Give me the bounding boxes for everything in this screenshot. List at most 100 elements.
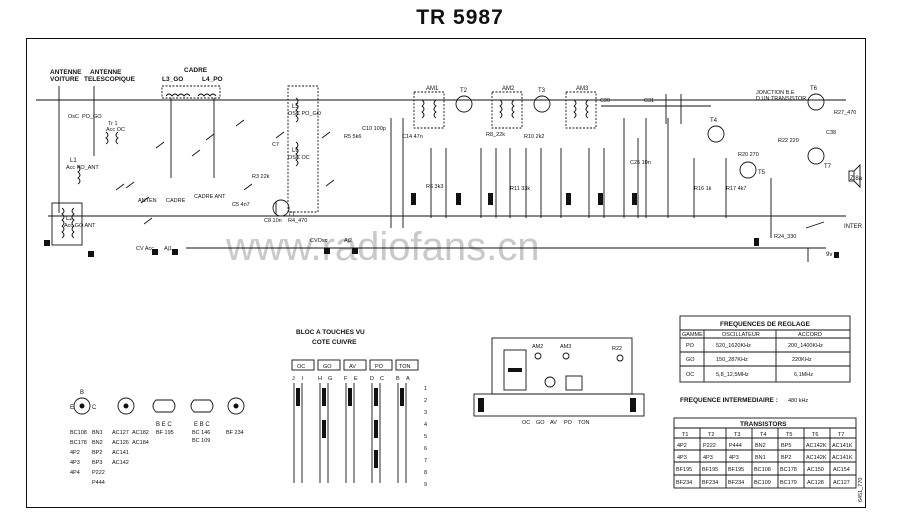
- sub-c2-5: P222: [92, 470, 105, 476]
- page-title: TR 5987: [416, 6, 504, 29]
- key-av: AV: [349, 364, 356, 370]
- label-l4: L4_PO: [202, 76, 223, 83]
- key-oc: OC: [297, 364, 305, 370]
- label-l1-sub: Acc PO_ANT: [66, 165, 99, 171]
- tr-r2-5: BP2: [781, 455, 791, 461]
- transistors-table: TRANSISTORS T1 T2 T3 T4 T5 T6 T7 4P2 P22…: [673, 417, 857, 489]
- board-oc: OC: [522, 420, 530, 426]
- label-cadre-switch: CADRE: [166, 198, 186, 204]
- sub-c1-5: 4P4: [70, 470, 80, 476]
- row-4: 4: [424, 422, 427, 428]
- label-l6-sub: OSC OC: [288, 155, 310, 161]
- sub-c2-4: BP3: [92, 460, 102, 466]
- pinout-bec: B E C: [156, 422, 172, 428]
- board-po: PO: [564, 420, 573, 426]
- th-t1: T1: [682, 432, 688, 438]
- value-r17: R17 4k7: [726, 186, 747, 192]
- freq-title: FREQUENCES DE REGLAGE: [720, 321, 811, 328]
- value-r27: R27_470: [834, 110, 856, 116]
- label-l2: L2: [66, 216, 73, 222]
- value-c25: C25 10n: [630, 160, 651, 166]
- sub-c2-2: BN2: [92, 440, 103, 446]
- tr-r2-6: AC142K: [806, 455, 827, 461]
- sub-c4-2: AC184: [132, 440, 149, 446]
- freq-r2-c1: GO: [686, 357, 695, 363]
- label-cadre-ant: CADRE ANT: [194, 194, 226, 200]
- sub-c3-2: AC126: [112, 440, 129, 446]
- freq-r2-c2: 150_287KHz: [716, 357, 748, 363]
- label-t6: T6: [810, 86, 818, 92]
- pin-letter-e: E: [70, 405, 74, 411]
- value-r3: R3 22k: [252, 174, 270, 180]
- freq-h-gamme: GAMME: [682, 332, 703, 338]
- label-l5-sub: OSC PO_GO: [288, 111, 322, 117]
- value-r6: R6 3k3: [426, 184, 443, 190]
- tr-r3-5: BC178: [780, 467, 797, 473]
- key-ton: TON: [399, 364, 411, 370]
- th-t6: T6: [812, 432, 818, 438]
- label-t3: T3: [538, 88, 546, 94]
- fi-value: 480 kHz: [788, 398, 808, 404]
- fi-label: FREQUENCE INTERMEDIAIRE :: [680, 397, 778, 404]
- tr-r4-5: BC179: [780, 480, 797, 486]
- freq-r3-c2: 5,8_12,5MHz: [716, 372, 749, 378]
- schematic-labels: ANTENNE VOITURE ANTENNE TELESCOPIQUE CAD…: [50, 67, 864, 502]
- sub-c3-4: AC142: [112, 460, 129, 466]
- tr-r4-4: BC109: [754, 480, 771, 486]
- pin-i: I: [302, 376, 304, 382]
- pinouts: B E C B E C E B C BC 146 BC 109 BF 195 B…: [70, 390, 245, 486]
- label-l3: L3_GO: [162, 76, 183, 83]
- freq-r2-c3: 220KHz: [792, 357, 812, 363]
- label-telescopique: TELESCOPIQUE: [84, 76, 136, 83]
- th-t5: T5: [786, 432, 792, 438]
- sub-c2-1: BN1: [92, 430, 103, 436]
- freq-r1-c3: 200_1400KHz: [788, 343, 823, 349]
- key-po: PO: [375, 364, 384, 370]
- component-fills: [44, 193, 839, 258]
- tr-r1-5: BP5: [781, 443, 791, 449]
- board-drawing: AM2 AM3 R22 OC GO AV PO TON: [473, 337, 645, 426]
- tr-r1-7: AC141K: [832, 443, 853, 449]
- label-cv-acc: CV Acc: [136, 246, 154, 252]
- label-t5: T5: [758, 170, 766, 176]
- tr-r4-6: AC128: [807, 480, 824, 486]
- value-r5: R5 5k6: [344, 134, 361, 140]
- pinout-bc109: BC 109: [192, 438, 210, 444]
- board-av: AV: [550, 420, 557, 426]
- value-c14: C14 47n: [402, 134, 423, 140]
- tr-r2-2: 4P3: [703, 455, 713, 461]
- tr-r2-7: AC141K: [832, 455, 853, 461]
- tr-r1-1: 4P2: [677, 443, 687, 449]
- label-aj1: Aj1: [164, 246, 172, 252]
- sub-c3-1: AC127: [112, 430, 129, 436]
- label-cadre: CADRE: [184, 67, 208, 74]
- tr-r3-2: BF195: [702, 467, 718, 473]
- value-c20: C20: [600, 98, 610, 104]
- transistors-title: TRANSISTORS: [740, 421, 787, 428]
- value-c38: C38: [826, 130, 836, 136]
- sub-c1-1: BC108: [70, 430, 87, 436]
- tr-r3-7: AC154: [833, 467, 850, 473]
- sub-c1-4: 4P3: [70, 460, 80, 466]
- label-am3: AM3: [576, 86, 589, 92]
- value-c10: C10 100p: [362, 126, 386, 132]
- pin-h: H: [318, 376, 322, 382]
- row-2: 2: [424, 398, 427, 404]
- label-side-code: 6451_770: [858, 478, 864, 502]
- row-5: 5: [424, 434, 427, 440]
- label-osc-oc: OsC: [68, 114, 79, 120]
- label-l1: L1: [70, 158, 77, 164]
- sub-c2-6: P444: [92, 480, 105, 486]
- pin-letter-b: B: [80, 390, 84, 396]
- row-6: 6: [424, 446, 427, 452]
- th-t3: T3: [734, 432, 740, 438]
- watermark: www.radiofans.cn: [225, 225, 539, 269]
- pinout-bf234: BF 234: [226, 430, 244, 436]
- th-t7: T7: [838, 432, 844, 438]
- value-r22: R22 220: [778, 138, 799, 144]
- label-tr1-sub: Acc OC: [106, 127, 125, 133]
- label-t7: T7: [824, 164, 832, 170]
- bloc-title: BLOC A TOUCHES VU: [296, 329, 365, 336]
- tr-r4-1: BF234: [676, 480, 692, 486]
- label-cv-osc: CVOsc: [310, 238, 328, 244]
